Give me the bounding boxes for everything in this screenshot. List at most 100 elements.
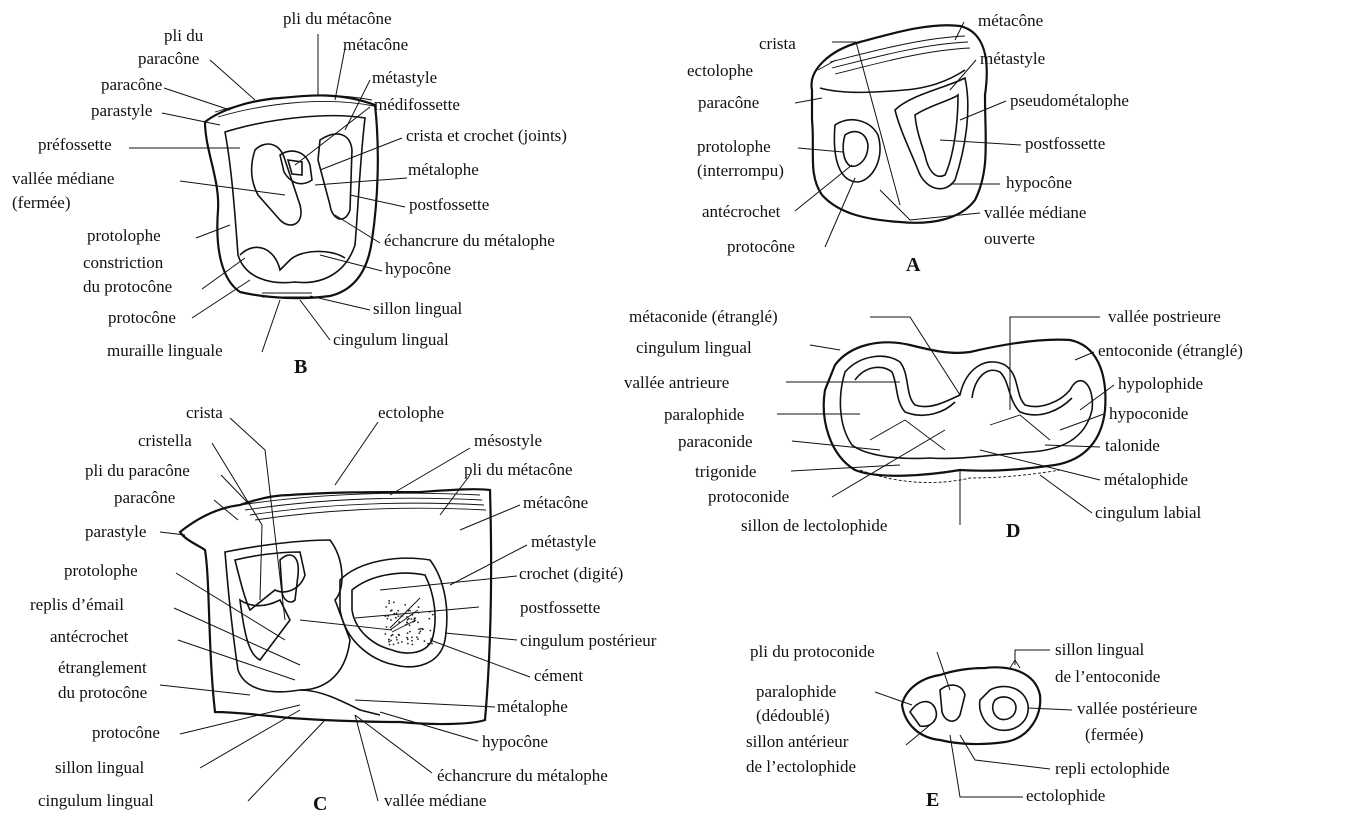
label-de-ectolophide: de l’ectolophide [746,757,856,776]
label-pli-metacone: pli du métacône [464,460,573,479]
label-trigonide: trigonide [695,462,756,481]
label-mesostyle: mésostyle [474,431,542,450]
label-du-protocone: du protocône [83,277,172,296]
label-vallee-mediane: vallée médiane [384,791,486,810]
figure-a-drawing [812,25,987,223]
cement-dot [395,617,397,619]
cement-dot [393,601,395,603]
cement-dot [408,618,410,620]
label-cingulum-lingual: cingulum lingual [333,330,449,349]
label-cingulum-lingual: cingulum lingual [636,338,752,357]
label-dedouble: (dédoublé) [756,706,830,725]
cement-dot [411,618,413,620]
cement-dot [388,602,390,604]
figure-letter-d: D [1006,520,1020,542]
cement-dot [409,624,411,626]
label-parastyle: parastyle [91,101,152,120]
cement-dot [407,632,409,634]
cement-dot [412,614,414,616]
label-hypocone: hypocône [482,732,548,751]
label-ectolophe: ectolophe [378,403,444,422]
label-cingulum-posterieur: cingulum postérieur [520,631,657,650]
label-crista: crista [759,34,796,53]
cement-dot [414,617,416,619]
cement-dot [414,620,416,622]
label-protolophe: protolophe [87,226,161,245]
cement-dot [420,628,422,630]
label-metalophe: métalophe [497,697,568,716]
cement-dot [400,615,402,617]
label-muraille-linguale: muraille linguale [107,341,223,360]
cement-dot [429,630,431,632]
cement-dot [430,638,432,640]
cement-dot [408,610,410,612]
cement-dot [407,643,409,645]
label-ectolophe: ectolophe [687,61,753,80]
label-metastyle: métastyle [531,532,596,551]
label-pli-metacone: pli du métacône [283,9,392,28]
label-metalophe: métalophe [408,160,479,179]
label-metastyle: métastyle [372,68,437,87]
label-sillon-lingual: sillon lingual [373,299,463,318]
cement-dot [405,624,407,626]
label-metalophide: métalophide [1104,470,1188,489]
cement-dot [398,615,400,617]
label-metacone: métacône [978,11,1043,30]
label-parastyle: parastyle [85,522,146,541]
label-paralophide: paralophide [664,405,744,424]
cement-dot [406,621,408,623]
label-antecrochet: antécrochet [50,627,129,646]
label-hypoconide: hypoconide [1109,404,1188,423]
label-postfossette: postfossette [409,195,489,214]
label-sillon-ectolophide: sillon de lectolophide [741,516,887,535]
cement-dot [391,609,393,611]
cement-dot [418,606,420,608]
label-metaconide: métaconide (étranglé) [629,307,778,326]
label-medifossette: médifossette [374,95,460,114]
label-antecrochet: antécrochet [702,202,781,221]
figure-a: métacône crista ectolophe métastyle para… [687,11,1129,276]
label-prefossette: préfossette [38,135,112,154]
cement-dot [417,638,419,640]
label-pli-paracone: paracône [138,49,199,68]
label-echancrure: échancrure du métalophe [437,766,608,785]
label-metacone: métacône [343,35,408,54]
label-protocone: protocône [727,237,795,256]
cement-dot [411,644,413,646]
figure-d: métaconide (étranglé) vallée postrieure … [624,307,1243,542]
label-talonide: talonide [1105,436,1160,455]
cement-dot [396,637,398,639]
cement-dot [404,604,406,606]
label-cingulum-lingual: cingulum lingual [38,791,154,810]
label-sillon-lingual: sillon lingual [1055,640,1145,659]
label-pli-du: pli du [164,26,204,45]
label-protolophe-sub: (interrompu) [697,161,784,180]
label-replis: replis d’émail [30,595,124,614]
label-postfossette: postfossette [520,598,600,617]
cement-dot [427,643,429,645]
label-cement: cément [534,666,583,685]
label-vallee-anterieure: vallée antrieure [624,373,729,392]
label-de-entoconide: de l’entoconide [1055,667,1160,686]
cement-dot [407,619,409,621]
cement-dot [388,641,390,643]
cement-dot [432,614,434,616]
figure-letter-c: C [313,793,327,815]
label-vallee-fermee: (fermée) [12,193,71,212]
label-protocone: protocône [92,723,160,742]
cement-dot [389,644,391,646]
cement-dot [406,637,408,639]
label-hypocone: hypocône [385,259,451,278]
cement-dot [397,642,399,644]
label-paracone: paracône [698,93,759,112]
label-paracone: paracône [101,75,162,94]
cement-dot [424,640,426,642]
label-pli-protoconide: pli du protoconide [750,642,875,661]
label-du-protocone: du protocône [58,683,147,702]
cement-dot [393,644,395,646]
figure-b: pli du métacône pli du paracône métacône… [12,9,567,378]
cement-dot [397,610,399,612]
figure-c: crista ectolophe cristella mésostyle pli… [30,403,657,815]
